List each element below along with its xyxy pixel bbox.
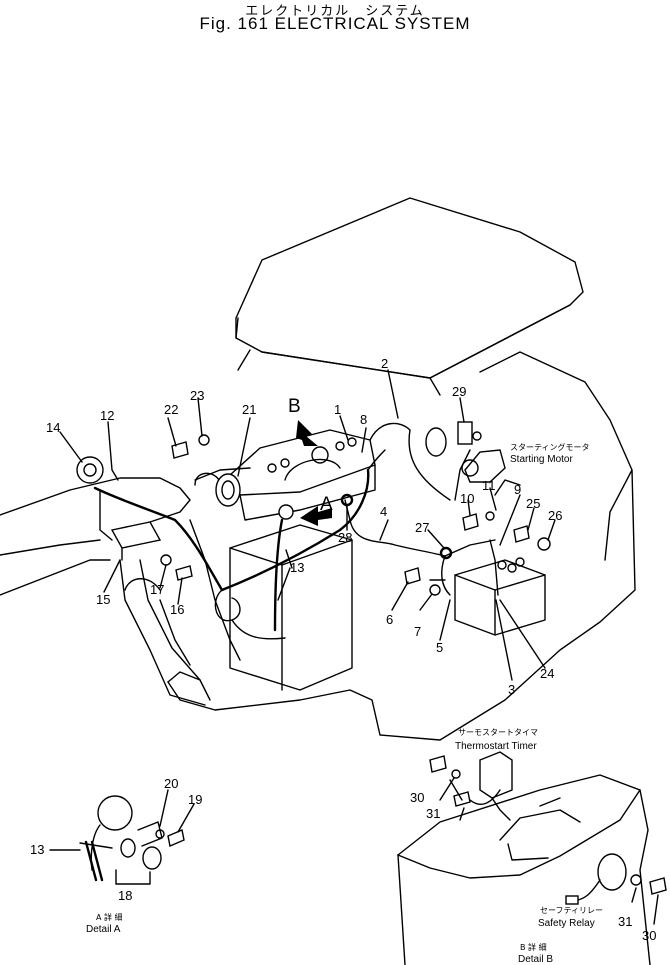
starting-motor-label-jp: スターティングモータ <box>510 442 590 452</box>
callout-1: 1 <box>334 402 341 417</box>
callout-13-detail-a: 13 <box>30 842 44 857</box>
bolt-16 <box>160 554 193 581</box>
thermostart-timer-label-jp: サーモスタートタイマ <box>458 728 538 737</box>
callout-8: 8 <box>360 412 367 427</box>
callout-25: 25 <box>526 496 540 511</box>
starting-motor-label: Starting Motor <box>510 454 573 465</box>
wiring-harness <box>93 422 499 640</box>
machine-body <box>0 197 636 741</box>
callout-2: 2 <box>381 356 388 371</box>
bolt-6 <box>404 567 441 596</box>
figure-title-japanese: エレクトリカル システム <box>245 4 425 19</box>
callout-4: 4 <box>380 504 387 519</box>
alternator <box>425 427 447 457</box>
view-marker-b: B <box>288 396 301 417</box>
bolt-10 <box>462 511 495 531</box>
detail-a-label: Detail A <box>86 924 121 935</box>
callout-20: 20 <box>164 776 178 791</box>
bracket <box>110 521 162 561</box>
battery-right <box>454 557 546 636</box>
detail-a-label-jp: A 詳 細 <box>96 912 123 922</box>
detail-a <box>49 789 195 885</box>
callout-13: 13 <box>290 560 304 575</box>
callout-17: 17 <box>150 582 164 597</box>
connector-13 <box>278 504 294 520</box>
horn <box>76 456 104 484</box>
callout-21: 21 <box>242 402 256 417</box>
bolt-25 <box>513 525 551 551</box>
part-21 <box>215 473 241 507</box>
callout-30-relay: 30 <box>642 928 656 943</box>
callout-22: 22 <box>164 402 178 417</box>
callout-15: 15 <box>96 592 110 607</box>
callout-24: 24 <box>540 666 554 681</box>
figure-title: Fig. 161 ELECTRICAL SYSTEM <box>199 14 471 33</box>
detail-b <box>397 751 667 965</box>
connector-28 <box>340 493 354 507</box>
callout-29: 29 <box>452 384 466 399</box>
connector-27 <box>439 546 453 560</box>
detail-b-label: Detail B <box>518 954 553 965</box>
relay-29 <box>457 421 482 445</box>
callout-7: 7 <box>414 624 421 639</box>
callout-23: 23 <box>190 388 204 403</box>
callout-16: 16 <box>170 602 184 617</box>
starting-motor <box>461 449 521 496</box>
callout-14: 14 <box>46 420 60 435</box>
view-arrow-b <box>296 420 318 446</box>
callout-28: 28 <box>338 530 352 545</box>
callout-19: 19 <box>188 792 202 807</box>
callout-27: 27 <box>415 520 429 535</box>
callout-10: 10 <box>460 491 474 506</box>
callout-31-timer: 31 <box>426 806 440 821</box>
view-arrow-a <box>300 506 332 526</box>
callout-12: 12 <box>100 408 114 423</box>
callout-6: 6 <box>386 612 393 627</box>
callout-26: 26 <box>548 508 562 523</box>
callout-11: 11 <box>482 478 496 493</box>
engine-block <box>229 429 376 521</box>
thermostart-timer-label: Thermostart Timer <box>455 741 537 752</box>
view-marker-a: A <box>320 494 333 515</box>
bolt-22 <box>171 434 210 459</box>
callout-30-timer: 30 <box>410 790 424 805</box>
callout-3: 3 <box>508 682 515 697</box>
safety-relay-label: Safety Relay <box>538 918 595 929</box>
safety-relay-label-jp: セーフティリレー <box>540 906 603 915</box>
callout-31-relay: 31 <box>618 914 632 929</box>
callout-18: 18 <box>118 888 132 903</box>
leader-lines <box>59 369 556 681</box>
callout-9: 9 <box>514 482 521 497</box>
callout-5: 5 <box>436 640 443 655</box>
detail-b-label-jp: B 詳 細 <box>520 942 547 952</box>
battery <box>229 524 353 691</box>
